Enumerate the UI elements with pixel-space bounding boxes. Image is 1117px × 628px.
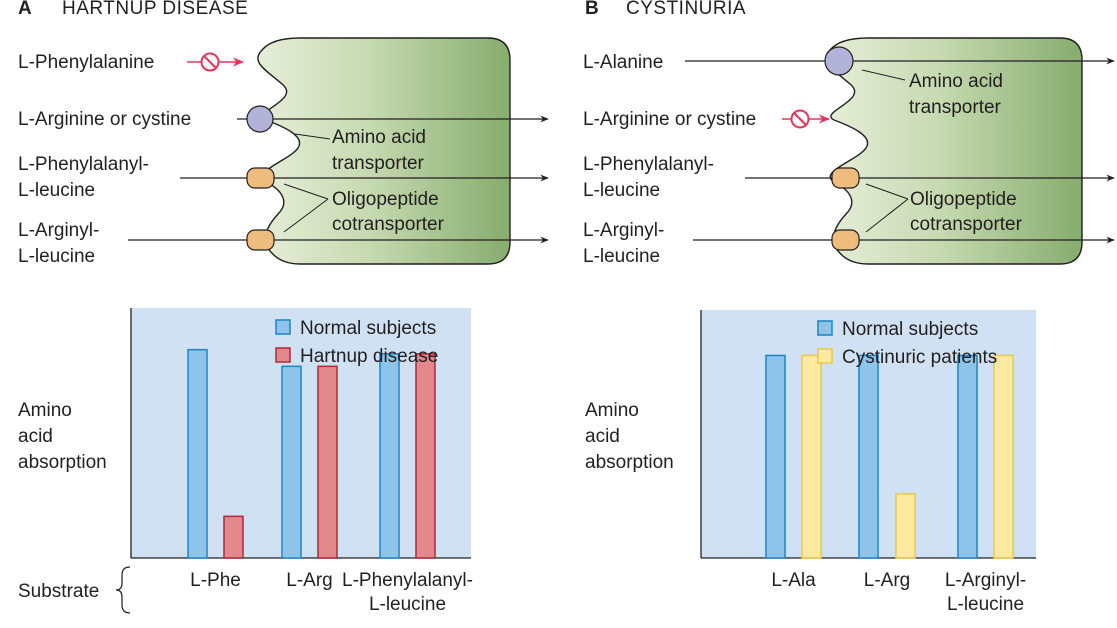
bar-cystinuric-patients-1 [801, 354, 822, 559]
leader-b-oligo1 [865, 183, 909, 200]
category-label-3-line-1: L-Phenylalanyl- [342, 570, 473, 591]
label-b-amino-1: Amino acid [909, 71, 1003, 92]
label-b-oligo-1: Oligopeptide [910, 189, 1017, 210]
y-axis-label-line-3: absorption [585, 452, 674, 473]
category-label-3-line-2: L-leucine [947, 594, 1024, 615]
bar-normal-subjects-2 [858, 354, 879, 559]
y-axis-label-line-2: acid [18, 426, 53, 447]
bar-hartnup-disease-2 [317, 365, 338, 559]
block-icon [200, 52, 220, 72]
panel-b-letter: B [585, 0, 599, 19]
label-a-oligo-2: cotransporter [332, 214, 445, 235]
legend-label-2: Cystinuric patients [842, 347, 997, 368]
substrate-a-2: L-Arginine or cystine [18, 109, 191, 130]
leader-b-oligo2 [865, 198, 909, 233]
bar-normal-subjects-3 [957, 354, 978, 559]
leader-a-oligo1 [283, 183, 329, 200]
label-a-amino-2: transporter [332, 153, 425, 174]
y-axis-label-line-1: Amino [585, 400, 639, 421]
substrate-label: Substrate [18, 581, 99, 602]
leader-a-oligo2 [283, 198, 329, 233]
substrate-b-1: L-Alanine [583, 52, 663, 73]
bar-normal-subjects-3 [379, 353, 400, 559]
label-a-amino-1: Amino acid [332, 127, 426, 148]
legend-label-1: Normal subjects [842, 319, 978, 340]
legend-swatch-2 [817, 348, 833, 364]
oligopeptide-transporter-b1 [831, 167, 860, 189]
panel-b-diagram: B CYSTINURIA Amino acid transporter Olig… [583, 0, 1115, 267]
substrate-a-1: L-Phenylalanine [18, 52, 154, 73]
panel-b-title: CYSTINURIA [626, 0, 746, 19]
panel-a-diagram: A HARTNUP DISEASE Amino acid transporter… [18, 0, 549, 267]
category-label-3-line-1: L-Arginyl- [945, 570, 1026, 591]
category-label-1-line-1: L-Phe [190, 570, 241, 591]
y-axis-label-line-1: Amino [18, 400, 72, 421]
substrate-a-4-line2: L-leucine [18, 246, 95, 267]
label-b-oligo-2: cotransporter [910, 214, 1023, 235]
bar-normal-subjects-2 [281, 365, 302, 559]
oligopeptide-transporter-a1 [246, 167, 275, 189]
bar-hartnup-disease-1 [223, 515, 244, 559]
category-label-1-line-1: L-Ala [771, 570, 816, 591]
legend-swatch-2 [275, 347, 291, 363]
leader-a-amino [294, 133, 331, 140]
y-axis-label-line-3: absorption [18, 452, 107, 473]
bar-hartnup-disease-3 [415, 353, 436, 559]
substrate-b-2: L-Arginine or cystine [583, 109, 756, 130]
substrate-b-4-line1: L-Arginyl- [583, 220, 664, 241]
bar-normal-subjects-1 [765, 354, 786, 559]
bar-normal-subjects-1 [187, 348, 208, 559]
amino-acid-transporter-a [246, 105, 274, 133]
category-label-3-line-2: L-leucine [369, 594, 446, 615]
substrate-a-3-line1: L-Phenylalanyl- [18, 154, 149, 175]
panel-a-letter: A [18, 0, 32, 19]
oligopeptide-transporter-b2 [831, 229, 860, 251]
leader-b-amino [861, 69, 906, 81]
category-label-2-line-1: L-Arg [286, 570, 332, 591]
amino-acid-transporter-b [824, 46, 854, 76]
block-icon [790, 109, 810, 129]
substrate-b-4-line2: L-leucine [583, 246, 660, 267]
oligopeptide-transporter-a2 [246, 229, 275, 251]
category-label-2-line-1: L-Arg [864, 570, 910, 591]
y-axis-label-line-2: acid [585, 426, 620, 447]
label-b-amino-2: transporter [909, 97, 1002, 118]
substrate-brace [115, 566, 131, 614]
substrate-a-4-line1: L-Arginyl- [18, 220, 99, 241]
legend-swatch-1 [275, 319, 291, 335]
substrate-b-3-line1: L-Phenylalanyl- [583, 154, 714, 175]
substrate-b-3-line2: L-leucine [583, 180, 660, 201]
legend-label-2: Hartnup disease [300, 346, 438, 367]
substrate-a-3-line2: L-leucine [18, 180, 95, 201]
bar-cystinuric-patients-3 [993, 354, 1014, 559]
panel-a-title: HARTNUP DISEASE [62, 0, 248, 19]
label-a-oligo-1: Oligopeptide [332, 189, 439, 210]
legend-swatch-1 [817, 320, 833, 336]
legend-label-1: Normal subjects [300, 318, 436, 339]
bar-cystinuric-patients-2 [895, 493, 916, 559]
